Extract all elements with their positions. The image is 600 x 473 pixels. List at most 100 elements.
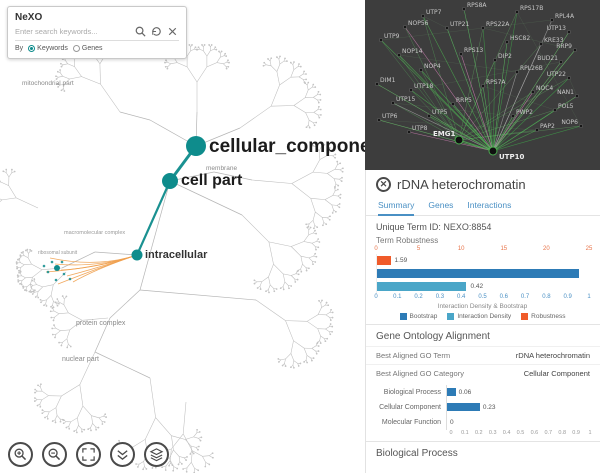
network-node[interactable] <box>445 26 449 30</box>
collapse-button[interactable] <box>110 442 135 467</box>
ontology-tree-canvas[interactable] <box>0 0 365 473</box>
zoom-out-button[interactable] <box>42 442 67 467</box>
network-node[interactable] <box>409 88 413 92</box>
tree-node-label[interactable]: nuclear part <box>62 356 99 363</box>
axis-tick: 0.5 <box>478 294 487 300</box>
network-node[interactable] <box>493 58 497 62</box>
network-node[interactable] <box>567 30 571 34</box>
network-node[interactable] <box>407 130 411 134</box>
network-node[interactable] <box>515 10 519 14</box>
search-panel: NeXO By Keywords <box>7 6 187 59</box>
tree-node-label[interactable]: membrane <box>206 165 238 172</box>
axis-tick: 20 <box>543 246 550 252</box>
robustness-chart-title: Term Robustness <box>376 236 439 245</box>
network-node[interactable] <box>539 42 543 46</box>
network-node[interactable] <box>459 52 463 56</box>
close-icon[interactable]: ✕ <box>376 177 391 192</box>
axis-tick: 0.1 <box>393 294 402 300</box>
radio-genes-dot[interactable] <box>72 45 80 52</box>
network-node[interactable] <box>377 118 381 122</box>
network-node[interactable] <box>553 108 557 112</box>
network-node[interactable] <box>419 68 423 72</box>
chart-bar <box>377 269 580 278</box>
tree-node-label[interactable]: protein complex <box>76 320 126 327</box>
network-node[interactable] <box>575 94 579 98</box>
axis-tick: 0.3 <box>488 430 497 436</box>
axis-tick: 0.6 <box>530 430 539 436</box>
network-hub-node[interactable] <box>454 135 464 145</box>
network-hub-node[interactable] <box>488 146 498 156</box>
network-node[interactable] <box>505 40 509 44</box>
network-node[interactable] <box>579 124 583 128</box>
network-node-label: UTP8 <box>412 125 428 132</box>
tree-node[interactable] <box>162 173 178 189</box>
search-input[interactable] <box>15 27 131 36</box>
tab-genes[interactable]: Genes <box>428 200 454 210</box>
network-node[interactable] <box>421 14 425 18</box>
network-node-label: RPL4A <box>555 13 575 20</box>
term-title: rDNA heterochromatin <box>397 177 526 192</box>
network-node[interactable] <box>375 82 379 86</box>
network-node[interactable] <box>515 70 519 74</box>
search-icon[interactable] <box>134 25 147 38</box>
reset-icon[interactable] <box>150 25 163 38</box>
network-node[interactable] <box>481 84 485 88</box>
zoom-toolbar <box>8 442 169 467</box>
legend-item: Bootstrap <box>399 313 437 320</box>
network-node[interactable] <box>535 128 539 132</box>
radio-keywords[interactable]: Keywords <box>28 45 68 52</box>
network-node[interactable] <box>403 25 407 29</box>
tree-node-label[interactable]: macromolecular complex <box>64 230 126 236</box>
network-node[interactable] <box>567 76 571 80</box>
axis-tick: 10 <box>457 246 465 252</box>
network-node[interactable] <box>397 53 401 57</box>
axis-tick: 5 <box>416 246 421 252</box>
network-node-label: PWP2 <box>516 109 533 116</box>
tree-node-label[interactable]: cell part <box>181 172 243 189</box>
search-by-label: By <box>15 45 24 52</box>
axis-tick: 0.4 <box>502 430 511 436</box>
tree-node-label[interactable]: cellular_component <box>209 136 365 157</box>
clear-icon[interactable] <box>166 25 179 38</box>
network-node[interactable] <box>391 101 395 105</box>
axis-tick: 0.8 <box>558 430 567 436</box>
tree-node-label[interactable]: ribosomal subunit <box>38 250 78 256</box>
legend-swatch <box>521 313 529 320</box>
network-node[interactable] <box>573 48 577 52</box>
unique-term-id: Unique Term ID: NEXO:8854 <box>376 222 492 232</box>
legend-swatch <box>447 313 455 320</box>
zoom-in-button[interactable] <box>8 442 33 467</box>
network-node[interactable] <box>531 90 535 94</box>
tab-summary[interactable]: Summary <box>378 198 415 216</box>
network-node[interactable] <box>559 60 563 64</box>
tree-node[interactable] <box>54 265 60 271</box>
network-node[interactable] <box>427 114 431 118</box>
network-node-label: RPS7A <box>486 79 506 86</box>
go-row-value: Cellular Component <box>523 369 590 378</box>
tab-interactions[interactable]: Interactions <box>467 200 512 210</box>
network-node[interactable] <box>462 7 466 11</box>
tree-node-label[interactable]: mitochondrial part <box>22 80 74 87</box>
network-node-label: UTP7 <box>426 9 442 16</box>
axis-tick: 0.7 <box>544 430 553 436</box>
network-node[interactable] <box>550 18 554 22</box>
network-node[interactable] <box>511 114 515 118</box>
network-node-label: RRP5 <box>456 97 472 104</box>
layers-button[interactable] <box>144 442 169 467</box>
fit-to-screen-button[interactable] <box>76 442 101 467</box>
tree-node[interactable] <box>186 136 206 156</box>
network-node[interactable] <box>481 26 485 30</box>
network-node[interactable] <box>379 38 383 42</box>
go-chart-category: Molecular Function <box>381 419 441 426</box>
radio-genes[interactable]: Genes <box>72 45 103 52</box>
network-node[interactable] <box>451 102 455 106</box>
axis-tick: 0.1 <box>461 430 469 436</box>
axis-tick: 1 <box>587 294 591 300</box>
radio-keywords-dot[interactable] <box>28 45 36 52</box>
tree-node[interactable] <box>131 249 143 261</box>
tree-node-label[interactable]: intracellular <box>145 249 208 261</box>
